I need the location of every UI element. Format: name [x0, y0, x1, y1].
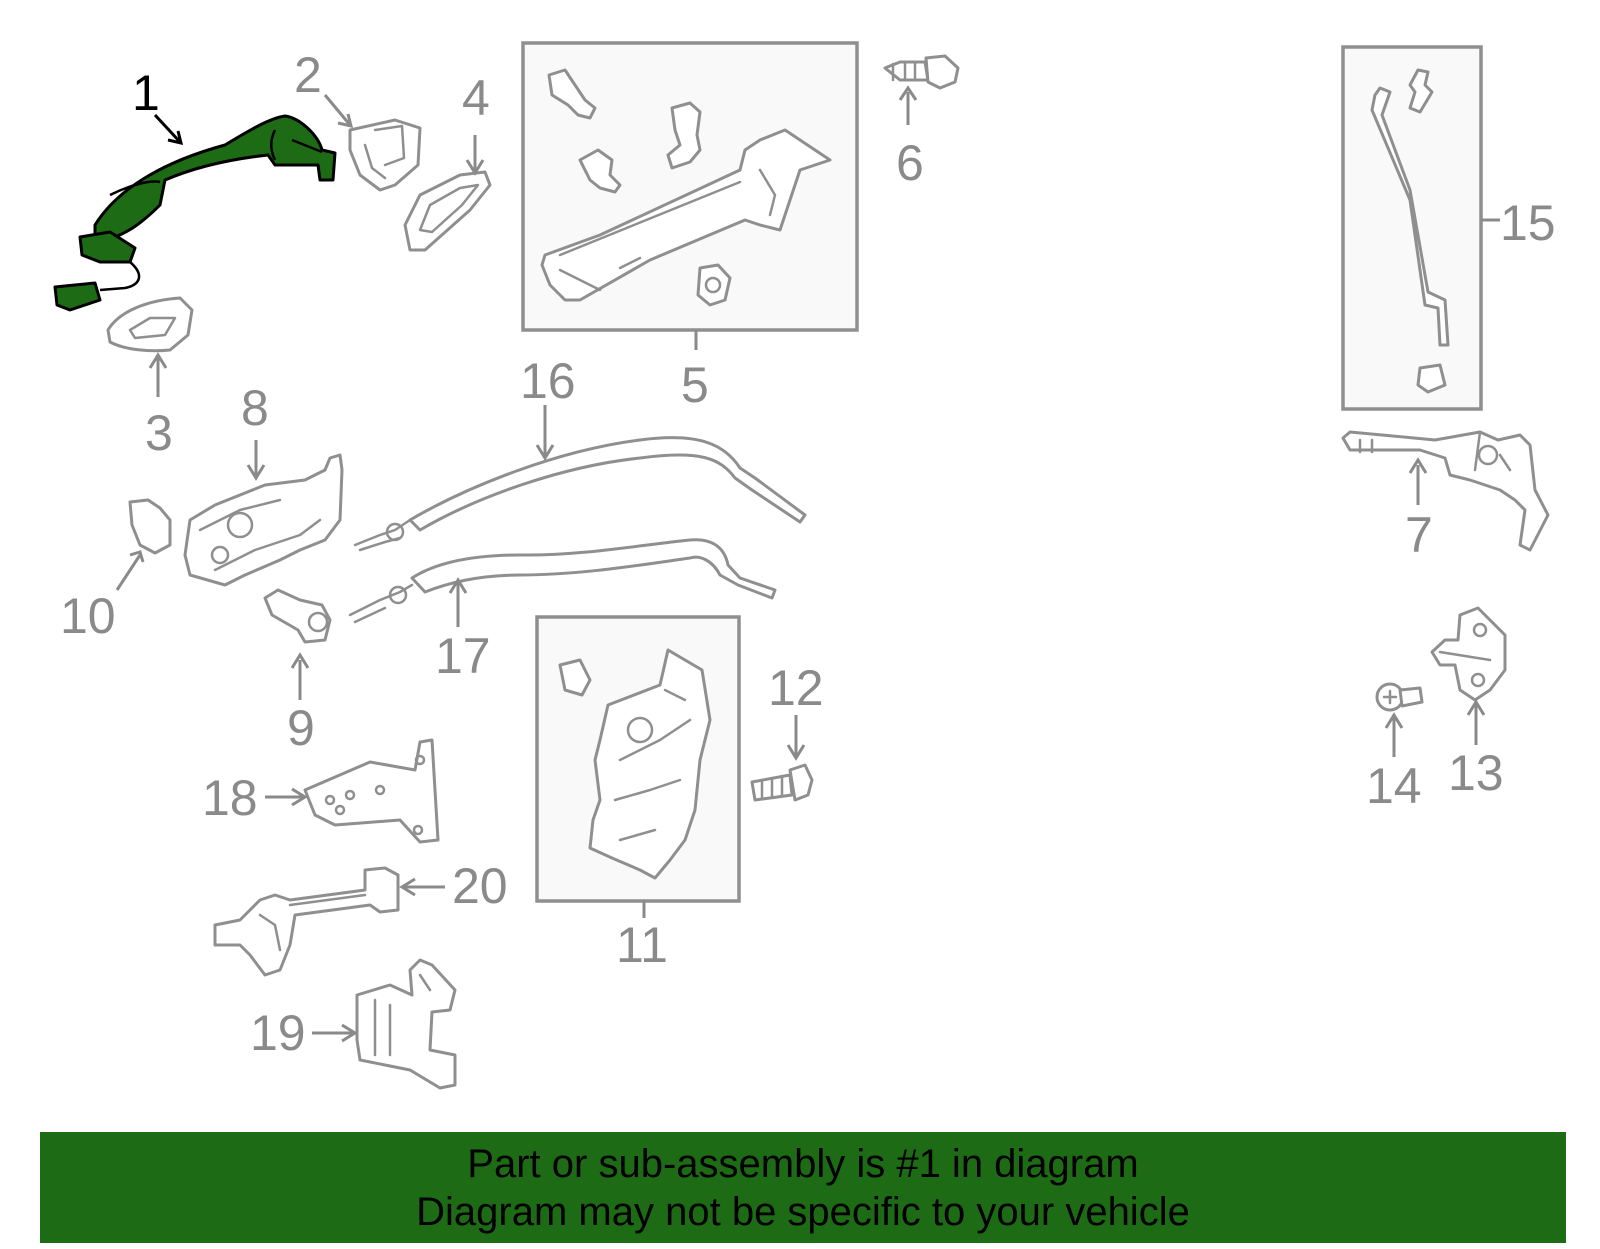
banner-line-2: Diagram may not be specific to your vehi… — [416, 1189, 1190, 1234]
part-19-hinge[interactable] — [355, 958, 457, 1090]
callout-9[interactable]: 9 — [287, 700, 315, 756]
callout-10[interactable]: 10 — [60, 588, 116, 644]
callout-15[interactable]: 15 — [1500, 195, 1556, 251]
leader-6 — [898, 85, 918, 125]
callout-3[interactable]: 3 — [145, 405, 173, 461]
callout-2[interactable]: 2 — [294, 47, 322, 103]
callout-1[interactable]: 1 — [132, 65, 160, 121]
callout-12[interactable]: 12 — [768, 660, 824, 716]
leader-2 — [323, 94, 354, 129]
part-7-lock-cylinder[interactable] — [1341, 430, 1550, 552]
callout-19[interactable]: 19 — [250, 1005, 306, 1061]
leader-13 — [1466, 699, 1486, 745]
part-16-cable[interactable] — [353, 436, 807, 552]
banner-line-1: Part or sub-assembly is #1 in diagram — [467, 1141, 1139, 1186]
parts-diagram: 1 2 3 4 5 6 7 8 9 10 11 12 13 14 15 16 1… — [53, 41, 1556, 1090]
part-9-lock-knob[interactable] — [263, 588, 332, 644]
part-13-striker[interactable] — [1430, 606, 1507, 702]
leader-7 — [1408, 457, 1428, 505]
leader-4 — [465, 135, 485, 176]
callout-7[interactable]: 7 — [1405, 507, 1433, 563]
part-5-frame-kit[interactable] — [540, 68, 832, 307]
part-8-inside-handle[interactable] — [183, 453, 344, 587]
part-14-screw[interactable] — [1375, 682, 1424, 712]
leader-10 — [115, 550, 145, 591]
leader-12 — [786, 715, 806, 761]
callout-8[interactable]: 8 — [241, 380, 269, 436]
callout-16[interactable]: 16 — [520, 353, 576, 409]
callout-17[interactable]: 17 — [435, 628, 491, 684]
leader-14 — [1384, 712, 1404, 757]
callout-13[interactable]: 13 — [1448, 745, 1504, 801]
part-20-door-check[interactable] — [213, 866, 400, 977]
leader-16 — [535, 405, 555, 461]
part-18-hinge-plate[interactable] — [303, 738, 440, 844]
callout-6[interactable]: 6 — [896, 135, 924, 191]
leader-3 — [148, 352, 168, 397]
callout-5[interactable]: 5 — [681, 357, 709, 413]
part-11-door-lock[interactable] — [558, 648, 712, 880]
leader-17 — [448, 577, 468, 627]
part-4-cap-cover[interactable] — [403, 170, 492, 252]
info-banner: Part or sub-assembly is #1 in diagram Di… — [40, 1132, 1566, 1243]
leader-8 — [246, 440, 266, 481]
callout-11[interactable]: 11 — [616, 917, 668, 973]
part-2-handle-cap[interactable] — [348, 118, 422, 192]
part-1-outside-handle[interactable] — [53, 114, 337, 312]
leader-18 — [265, 787, 308, 807]
callout-4[interactable]: 4 — [462, 70, 490, 126]
part-17-cable[interactable] — [348, 538, 777, 624]
callout-18[interactable]: 18 — [202, 770, 258, 826]
callout-14[interactable]: 14 — [1366, 758, 1422, 814]
leader-20 — [399, 877, 445, 897]
leader-19 — [312, 1023, 358, 1043]
part-3-base-cover[interactable] — [106, 296, 194, 353]
part-12-screw[interactable] — [750, 763, 814, 802]
part-10-clip[interactable] — [128, 498, 172, 555]
leader-9 — [290, 652, 310, 700]
callout-20[interactable]: 20 — [452, 858, 508, 914]
part-6-bolt[interactable] — [883, 54, 960, 90]
part-15-rod[interactable] — [1370, 68, 1450, 394]
leader-1[interactable] — [153, 113, 184, 146]
